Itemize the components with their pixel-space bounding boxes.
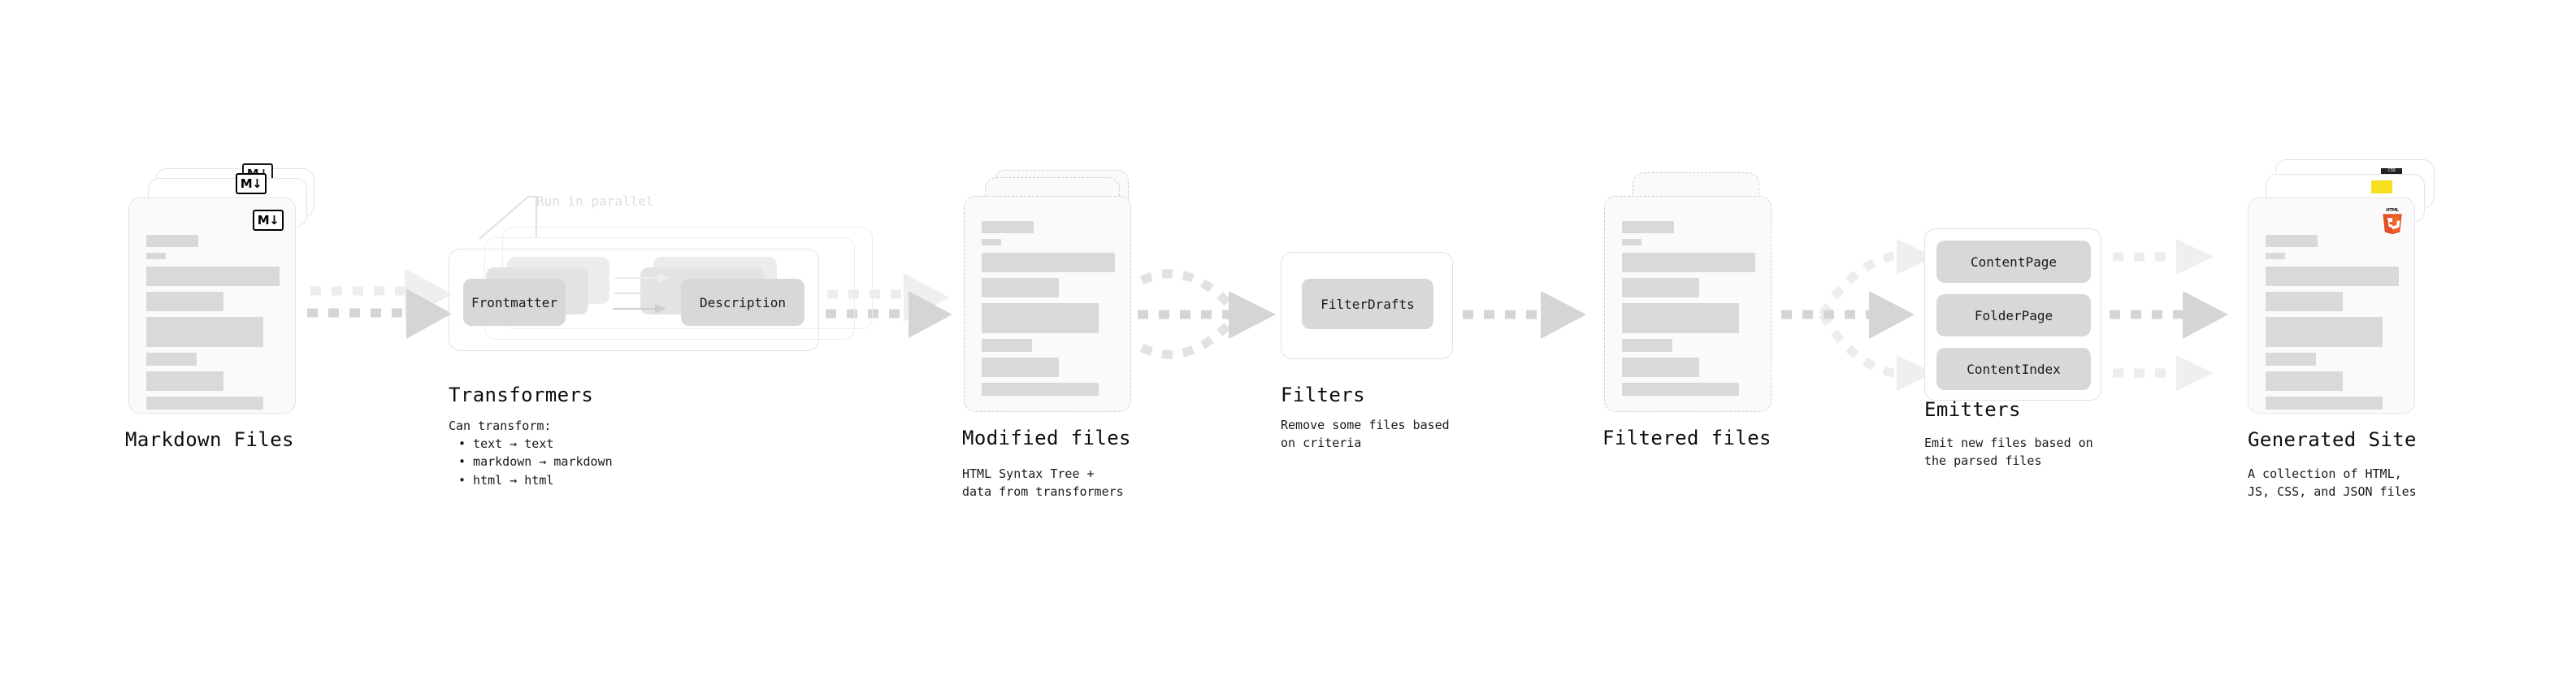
doc-bar [982,253,1115,272]
doc-bar [2266,353,2316,366]
markdown-icon-mid: M↓ [236,173,267,194]
doc-bar [146,371,223,391]
arrow-filters-to-filtered [1463,291,1586,339]
emitter-chip-folderpage[interactable]: FolderPage [1936,294,2091,336]
doc-bar [1622,358,1699,377]
doc-bar [1622,383,1739,396]
markdown-card-front: M↓ [128,197,296,414]
doc-bar [2266,235,2318,247]
stage-title-emitters: Emitters [1924,398,2021,421]
doc-bar [1622,239,1641,245]
stage-title-filtered-files: Filtered files [1602,427,1772,449]
arrow-emitters-to-site [2110,239,2228,391]
stage-title-filters: Filters [1281,384,1365,406]
arrow-markdown-to-transformers [307,268,452,339]
emitters-description: Emit new files based on the parsed files [1924,436,2093,469]
filters-description: Remove some files based on criteria [1281,418,1450,451]
transformers-description: Can transform: • text → text • markdown … [449,417,613,489]
stage-title-transformers: Transformers [449,384,594,406]
arrow-modified-to-filters [1138,269,1276,359]
transformers-bullet: • text → text [458,436,554,452]
doc-bar [1622,253,1755,272]
doc-bar [146,317,263,347]
doc-bar [982,221,1034,233]
arrow-filtered-to-emitters [1781,239,1934,391]
filtered-card-front [1604,196,1772,412]
transformers-bullet: • html → html [458,472,554,488]
stage-title-markdown-files: Markdown Files [125,428,294,451]
doc-bar [982,339,1032,352]
doc-bar [146,235,198,247]
generated-card-front: HTML [2248,197,2415,414]
doc-bar [982,358,1059,377]
doc-bar [982,383,1099,396]
emitter-chip-contentindex[interactable]: ContentIndex [1936,348,2091,390]
doc-bar [146,267,280,286]
doc-bar [1622,221,1674,233]
run-in-parallel-label: Run in parallel [536,193,654,209]
doc-bar [2266,292,2343,311]
stage-title-modified-files: Modified files [962,427,1131,449]
doc-bar [982,303,1099,333]
doc-bar [2266,253,2285,259]
doc-bar [982,239,1001,245]
doc-bar [982,278,1059,297]
modified-files-description: HTML Syntax Tree + data from transformer… [962,466,1124,500]
modified-card-front [964,196,1131,412]
doc-bar [2266,267,2399,286]
emitters-box: ContentPage FolderPage ContentIndex [1924,228,2101,401]
transformers-desc-lead: Can transform: [449,419,552,433]
doc-bar [1622,339,1672,352]
doc-bar [2266,371,2343,391]
svg-text:HTML: HTML [2386,208,2399,213]
transformers-bullet: • markdown → markdown [458,454,613,470]
filters-box: FilterDrafts [1281,252,1453,359]
doc-bar [146,292,223,311]
run-in-parallel-bracket [479,196,537,240]
markdown-icon: M↓ [253,210,284,231]
doc-bar [2266,397,2383,410]
js-icon [2371,180,2392,193]
transformer-inner-arrows [613,273,670,314]
doc-bar [146,353,197,366]
doc-bar [1622,303,1739,333]
doc-bar [146,253,166,259]
doc-bar [2266,317,2383,347]
transformer-frame-front [449,249,819,351]
doc-bar [146,397,263,410]
html5-icon: HTML [2383,208,2402,234]
doc-bar [1622,278,1699,297]
transformer-chip-description[interactable]: Description [681,279,804,326]
transformer-chip-frontmatter[interactable]: Frontmatter [463,279,566,326]
stage-title-generated-site: Generated Site [2248,428,2417,451]
emitter-chip-contentpage[interactable]: ContentPage [1936,241,2091,283]
generated-site-description: A collection of HTML, JS, CSS, and JSON … [2248,466,2417,500]
filter-chip-filterdrafts[interactable]: FilterDrafts [1302,279,1433,329]
